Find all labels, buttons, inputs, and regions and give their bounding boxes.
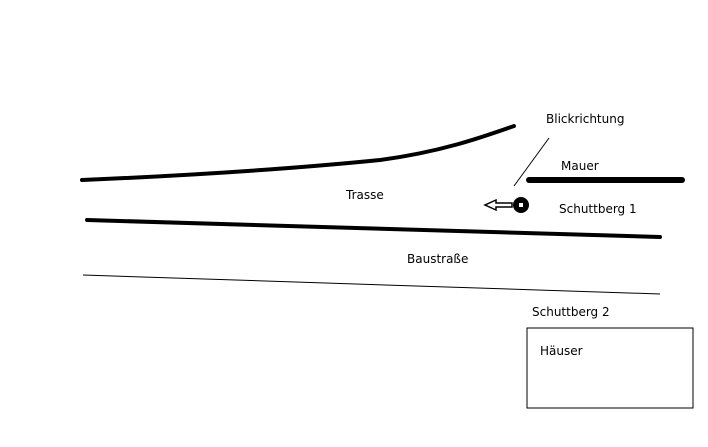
label-trasse: Trasse bbox=[346, 188, 384, 202]
haeuser-box bbox=[526, 327, 694, 409]
label-haeuser: Häuser bbox=[540, 344, 583, 358]
blickrichtung-pointer-line bbox=[513, 137, 550, 187]
label-baustrasse: Baustraße bbox=[407, 252, 469, 266]
label-blickrichtung: Blickrichtung bbox=[546, 112, 625, 126]
baustrasse-lower-edge bbox=[82, 274, 661, 295]
trasse-lower-edge bbox=[85, 218, 662, 239]
trasse-upper-edge bbox=[80, 124, 516, 182]
label-mauer: Mauer bbox=[561, 159, 599, 173]
view-direction-arrow-icon bbox=[483, 198, 513, 212]
label-schuttberg-2: Schuttberg 2 bbox=[532, 305, 610, 319]
viewpoint-marker-center bbox=[519, 203, 523, 207]
label-schuttberg-1: Schuttberg 1 bbox=[559, 202, 637, 216]
